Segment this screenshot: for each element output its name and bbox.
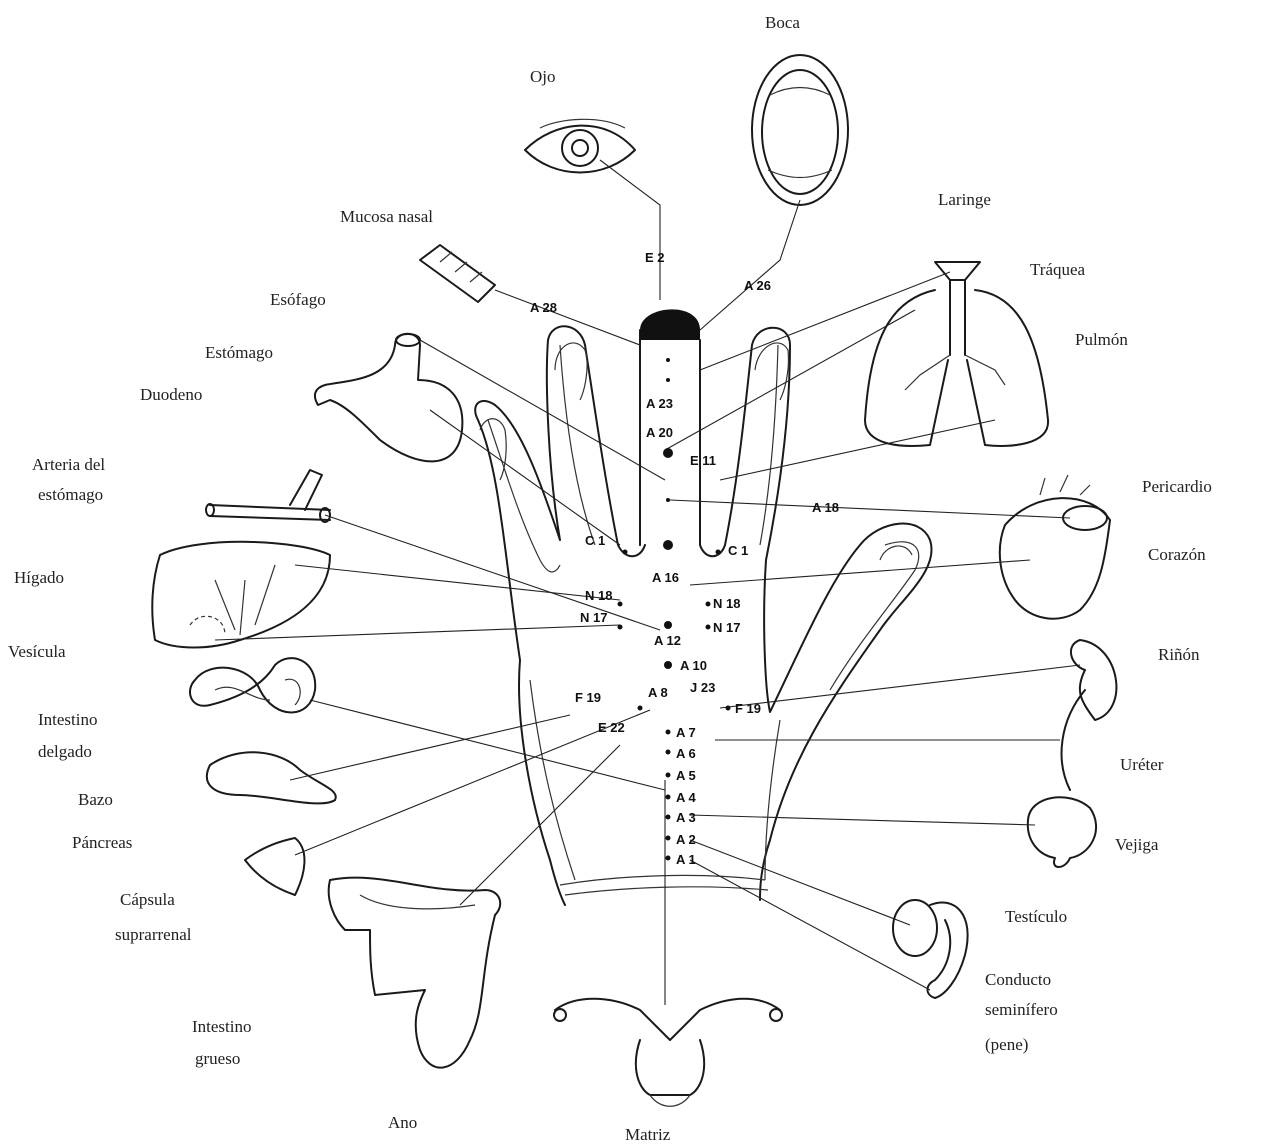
label-vejiga: Vejiga <box>1115 835 1159 854</box>
nasal-mucosa-organ <box>420 245 495 302</box>
point-f19-right: F 19 <box>735 701 761 716</box>
uterus-organ <box>554 999 782 1107</box>
point-a4: A 4 <box>676 790 697 805</box>
label-matriz: Matriz <box>625 1125 671 1144</box>
label-laringe: Laringe <box>938 190 991 209</box>
label-rinon: Riñón <box>1158 645 1200 664</box>
label-pulmon: Pulmón <box>1075 330 1128 349</box>
organ-labels: Boca Ojo Laringe Tráquea Pulmón Mucosa n… <box>8 13 1212 1144</box>
point-c1-left: C 1 <box>585 533 605 548</box>
label-intestino-grueso-2: grueso <box>195 1049 240 1068</box>
point-a12: A 12 <box>654 633 681 648</box>
point-a28: A 28 <box>530 300 557 315</box>
point-a3: A 3 <box>676 810 696 825</box>
label-ojo: Ojo <box>530 67 556 86</box>
point-a6: A 6 <box>676 746 696 761</box>
point-a26: A 26 <box>744 278 771 293</box>
point-a8: A 8 <box>648 685 668 700</box>
lungs-organ <box>865 262 1048 446</box>
label-ureter: Uréter <box>1120 755 1164 774</box>
point-f19-left: F 19 <box>575 690 601 705</box>
spleen-organ <box>207 752 336 803</box>
label-intestino-grueso-1: Intestino <box>192 1017 252 1036</box>
point-a10: A 10 <box>680 658 707 673</box>
point-n18-right: N 18 <box>713 596 740 611</box>
point-n18-left: N 18 <box>585 588 612 603</box>
mouth-organ <box>752 55 848 205</box>
label-bazo: Bazo <box>78 790 113 809</box>
point-a16: A 16 <box>652 570 679 585</box>
label-intestino-delgado-1: Intestino <box>38 710 98 729</box>
label-duodeno: Duodeno <box>140 385 202 404</box>
point-a5: A 5 <box>676 768 696 783</box>
point-a18: A 18 <box>812 500 839 515</box>
label-capsula-1: Cápsula <box>120 890 175 909</box>
pancreas-organ <box>245 838 304 895</box>
eye-organ <box>525 119 635 172</box>
point-a20: A 20 <box>646 425 673 440</box>
label-corazon: Corazón <box>1148 545 1206 564</box>
point-c1-right: C 1 <box>728 543 748 558</box>
point-e22: E 22 <box>598 720 625 735</box>
label-testiculo: Testículo <box>1005 907 1067 926</box>
testicle-organ <box>893 900 968 998</box>
point-j23: J 23 <box>690 680 715 695</box>
point-a2: A 2 <box>676 832 696 847</box>
label-conducto-1: Conducto <box>985 970 1051 989</box>
label-traquea: Tráquea <box>1030 260 1086 279</box>
liver-organ <box>152 542 330 648</box>
point-a23: A 23 <box>646 396 673 411</box>
label-capsula-2: suprarrenal <box>115 925 192 944</box>
point-a7: A 7 <box>676 725 696 740</box>
kidney-organ <box>1028 640 1117 867</box>
point-e11: E 11 <box>690 453 716 468</box>
large-intestine-organ <box>329 878 501 1068</box>
label-arteria-2: estómago <box>38 485 103 504</box>
label-conducto-3: (pene) <box>985 1035 1028 1054</box>
point-e2: E 2 <box>645 250 665 265</box>
stomach-artery-organ <box>206 470 330 522</box>
point-n17-right: N 17 <box>713 620 740 635</box>
small-intestine-organ <box>190 658 315 712</box>
point-n17-left: N 17 <box>580 610 607 625</box>
label-pericardio: Pericardio <box>1142 477 1212 496</box>
label-arteria-1: Arteria del <box>32 455 105 474</box>
heart-organ <box>1000 475 1110 619</box>
label-ano: Ano <box>388 1113 417 1132</box>
label-higado: Hígado <box>14 568 64 587</box>
hand-outline <box>475 326 931 905</box>
label-conducto-2: seminífero <box>985 1000 1058 1019</box>
label-mucosa-nasal: Mucosa nasal <box>340 207 433 226</box>
stomach-organ <box>315 334 462 462</box>
label-intestino-delgado-2: delgado <box>38 742 92 761</box>
label-esofago: Esófago <box>270 290 326 309</box>
point-a1: A 1 <box>676 852 696 867</box>
label-pancreas: Páncreas <box>72 833 132 852</box>
label-estomago: Estómago <box>205 343 273 362</box>
label-boca: Boca <box>765 13 800 32</box>
label-vesicula: Vesícula <box>8 642 66 661</box>
